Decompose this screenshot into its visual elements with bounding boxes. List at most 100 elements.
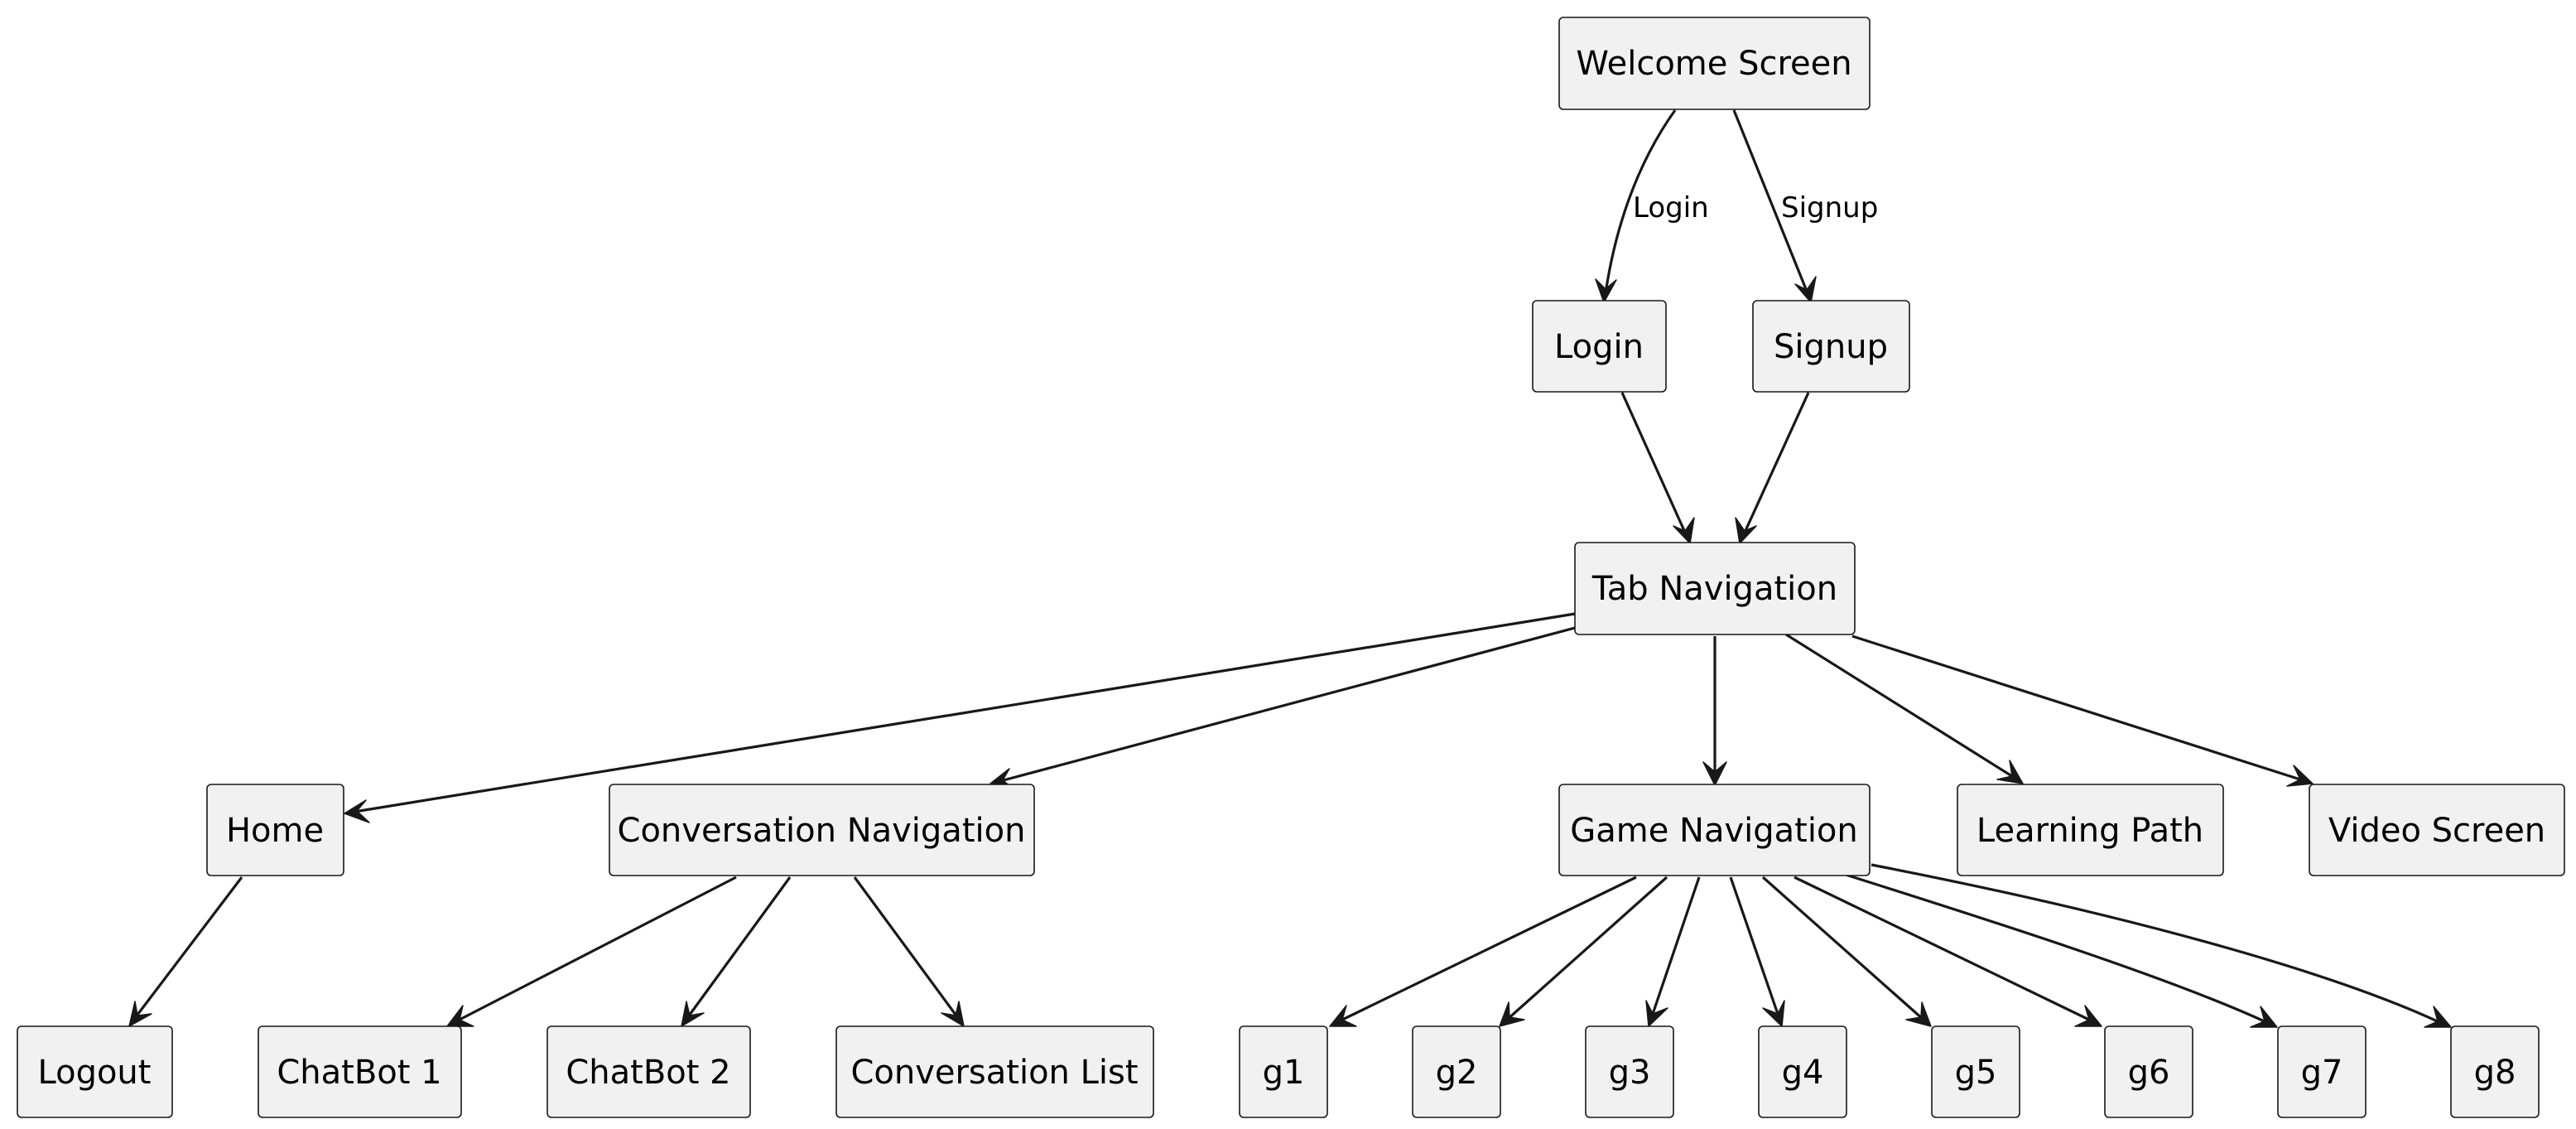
node-learning-path: Learning Path — [1957, 784, 2224, 876]
node-box — [17, 1025, 173, 1118]
node-label: Welcome Screen — [1576, 45, 1851, 83]
node-login: Login — [1532, 300, 1667, 393]
arrowhead — [1595, 278, 1617, 303]
node-box — [206, 784, 344, 876]
edge-line — [1761, 876, 1925, 1021]
edge-line — [999, 626, 1576, 783]
node-label: Game Navigation — [1570, 812, 1858, 850]
node-label: Logout — [38, 1054, 152, 1092]
node-box — [1752, 300, 1910, 393]
node-chatbot-2: ChatBot 2 — [546, 1025, 751, 1118]
edge-line — [1845, 873, 2269, 1025]
node-box — [1412, 1025, 1501, 1118]
node-g8: g8 — [2450, 1025, 2540, 1118]
edge-tabnav-to-learning — [1785, 633, 2024, 784]
node-box — [1239, 1025, 1328, 1118]
node-tab-navigation: Tab Navigation — [1574, 542, 1856, 635]
arrowhead — [2250, 1006, 2278, 1028]
node-box — [1574, 542, 1856, 635]
node-label: g1 — [1263, 1054, 1305, 1092]
edge-tabnav-to-home — [344, 612, 1576, 823]
edge-tabnav-to-gamenav — [1702, 636, 1727, 786]
edge-login-to-tabnav — [1620, 392, 1695, 544]
edge-convnav-to-convlist — [853, 876, 965, 1027]
arrowhead — [2074, 1005, 2102, 1027]
node-box — [1585, 1025, 1674, 1118]
edge-line — [1794, 876, 2093, 1023]
node-chatbot-1: ChatBot 1 — [258, 1025, 462, 1118]
edge-line — [133, 876, 243, 1019]
arrowhead — [1673, 517, 1695, 544]
edge-line — [686, 876, 792, 1019]
node-conversation-list: Conversation List — [835, 1025, 1154, 1118]
node-signup: Signup — [1752, 300, 1910, 393]
node-label: ChatBot 1 — [277, 1054, 441, 1092]
node-box — [2277, 1025, 2367, 1118]
node-label: Tab Navigation — [1591, 570, 1837, 608]
edge-line — [853, 876, 960, 1019]
edge-label-login: Login — [1633, 191, 1709, 224]
edge-line — [1732, 109, 1809, 294]
edge-gamenav-to-g5 — [1761, 876, 1932, 1027]
node-box — [1558, 784, 1871, 876]
edge-line — [1505, 876, 1668, 1021]
arrowhead — [941, 1001, 965, 1027]
arrowhead — [2424, 1006, 2452, 1028]
node-g2: g2 — [1412, 1025, 1501, 1118]
edge-label-signup: Signup — [1781, 191, 1878, 224]
node-game-navigation: Game Navigation — [1558, 784, 1871, 876]
node-label: g5 — [1955, 1054, 1997, 1092]
edge-line — [1650, 876, 1701, 1017]
node-label: g8 — [2474, 1054, 2516, 1092]
node-box — [1931, 1025, 2020, 1118]
node-box — [609, 784, 1035, 876]
node-box — [2104, 1025, 2193, 1118]
edge-signup-to-tabnav — [1735, 392, 1810, 544]
node-box — [1532, 300, 1667, 393]
node-g3: g3 — [1585, 1025, 1674, 1118]
edge-gamenav-to-g3 — [1645, 876, 1701, 1027]
node-g4: g4 — [1758, 1025, 1847, 1118]
edge-line — [1871, 863, 2442, 1025]
node-box — [258, 1025, 462, 1118]
arrowhead — [1794, 276, 1817, 303]
node-home: Home — [206, 784, 344, 876]
edge-tabnav-to-video — [1851, 634, 2314, 787]
nodes: Welcome Screen Login Signup Tab Navigati… — [17, 17, 2565, 1118]
node-label: Learning Path — [1977, 812, 2203, 850]
node-video-screen: Video Screen — [2309, 784, 2565, 876]
node-box — [546, 1025, 751, 1118]
arrowhead — [1762, 1000, 1785, 1027]
node-g5: g5 — [1931, 1025, 2020, 1118]
arrowhead — [344, 799, 370, 823]
arrowhead — [1329, 1005, 1357, 1027]
edge-tabnav-to-convnav — [989, 626, 1576, 791]
node-box — [2309, 784, 2565, 876]
node-box — [1558, 17, 1871, 110]
arrowhead — [1905, 1001, 1932, 1027]
node-box — [835, 1025, 1154, 1118]
node-box — [1758, 1025, 1847, 1118]
edge-convnav-to-chatbot2 — [681, 876, 792, 1027]
node-label: g4 — [1782, 1054, 1824, 1092]
edge-line — [1338, 876, 1637, 1023]
node-conversation-navigation: Conversation Navigation — [609, 784, 1035, 876]
edge-line — [354, 612, 1576, 813]
edge-gamenav-to-g4 — [1729, 876, 1785, 1027]
edge-welcome-to-signup — [1732, 109, 1817, 303]
edge-gamenav-to-g8 — [1871, 863, 2452, 1028]
edges: Login Signup — [128, 109, 2452, 1028]
node-label: Video Screen — [2328, 812, 2545, 850]
node-g1: g1 — [1239, 1025, 1328, 1118]
arrowhead — [128, 1001, 152, 1027]
node-box — [2450, 1025, 2540, 1118]
arrowhead — [1645, 1000, 1668, 1027]
node-label: g3 — [1609, 1054, 1651, 1092]
edge-line — [455, 876, 737, 1023]
edge-line — [1785, 633, 2015, 779]
node-g6: g6 — [2104, 1025, 2193, 1118]
node-label: g2 — [1436, 1054, 1478, 1092]
node-label: Login — [1554, 328, 1644, 366]
arrowhead — [1702, 761, 1727, 786]
node-label: g7 — [2301, 1054, 2343, 1092]
